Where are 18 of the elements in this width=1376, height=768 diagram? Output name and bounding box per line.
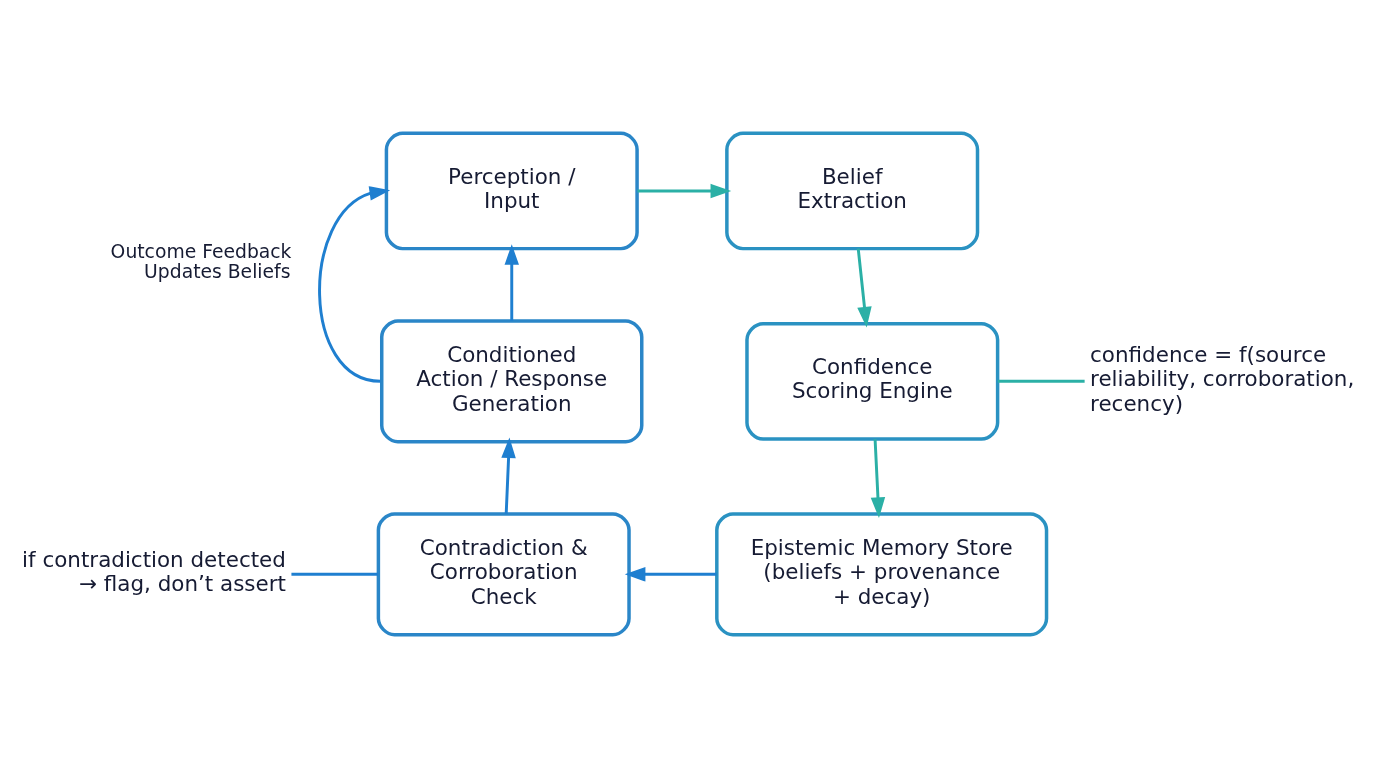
connector — [291, 572, 379, 576]
node-box: Epistemic Memory Store (beliefs + provenance + decay) — [715, 512, 1049, 637]
arrow — [637, 183, 732, 199]
node-box: Contradiction & Corroboration Check — [376, 512, 631, 637]
arrow — [624, 567, 717, 582]
node-box: Perception / Input — [384, 131, 639, 251]
connector — [997, 379, 1085, 383]
arrow — [870, 439, 886, 519]
node-text: confidence = f(source reliability, corroboration, recency) — [1090, 342, 1355, 416]
arrow — [501, 437, 516, 514]
arrow — [504, 244, 519, 321]
node-box: Belief Extraction — [725, 131, 980, 251]
node-text: if contradiction detected → flag, don’t assert — [22, 547, 286, 597]
node-box: Conditioned Action / Response Generation — [380, 319, 644, 444]
arrow — [318, 186, 391, 383]
edge-label: Outcome Feedback Updates Beliefs — [110, 241, 292, 283]
arrow — [856, 248, 872, 328]
node-box: Confidence Scoring Engine — [745, 321, 1000, 441]
